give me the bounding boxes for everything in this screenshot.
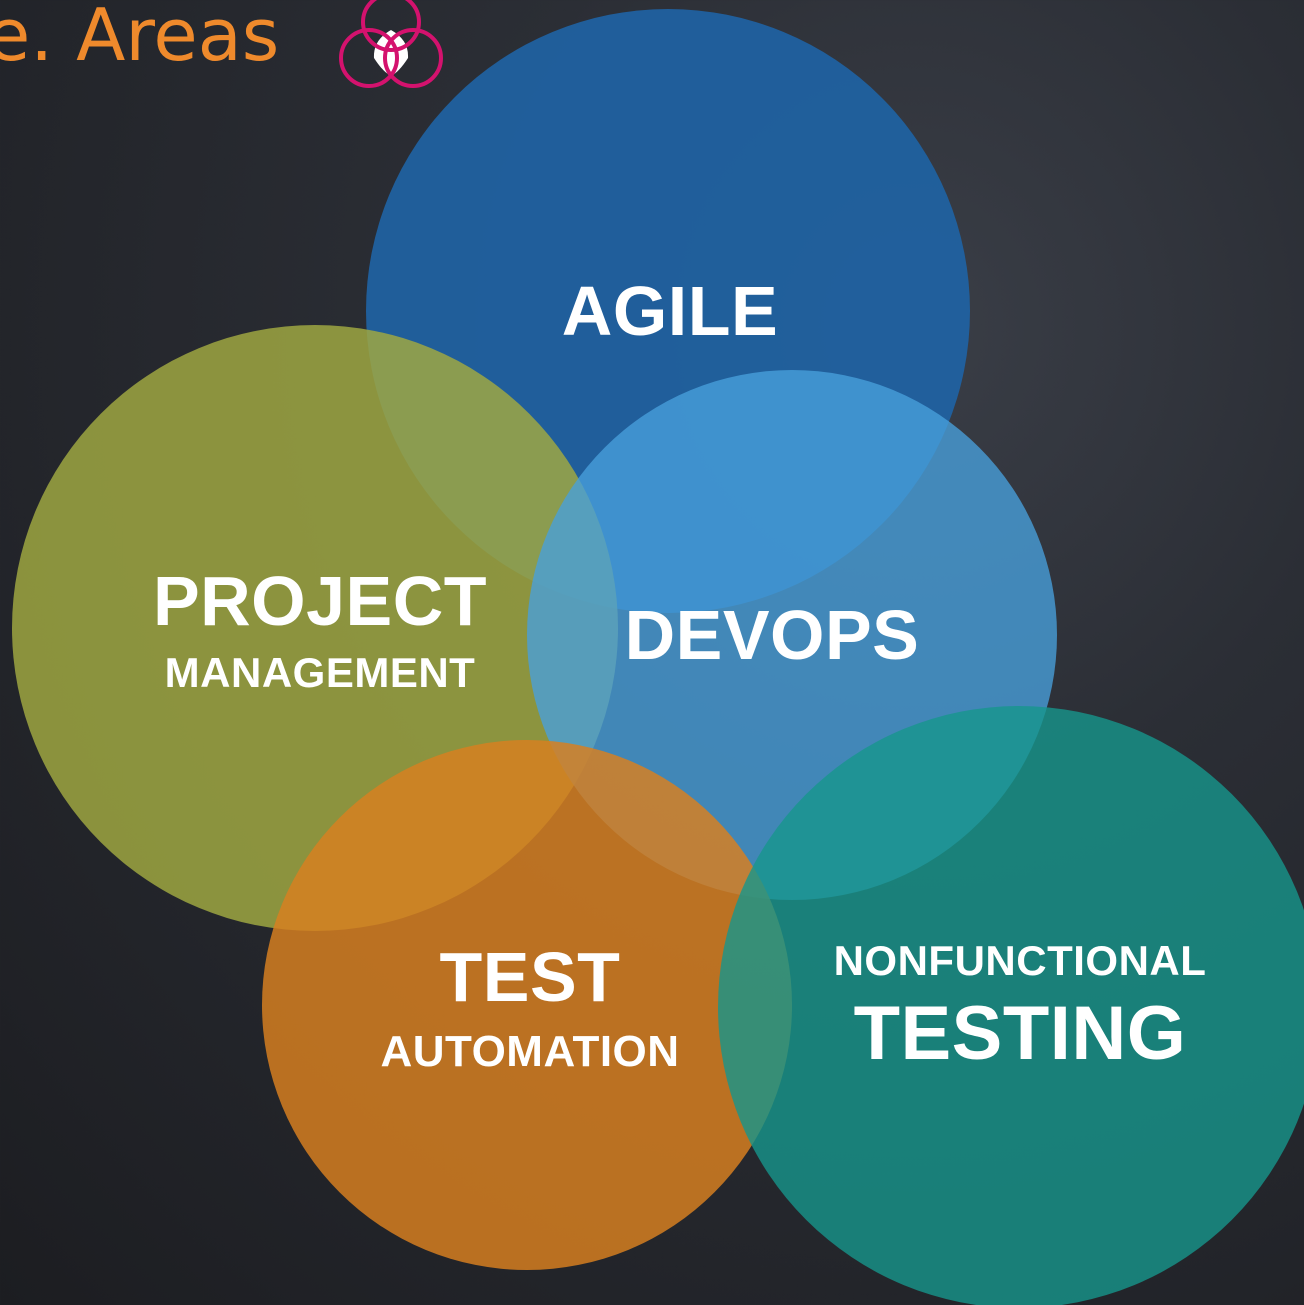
devops-label: DEVOPS <box>624 596 920 674</box>
nonfunctional-label: NONFUNCTIONAL <box>833 937 1207 984</box>
automation-label: AUTOMATION <box>380 1027 680 1076</box>
test-automation-circle <box>262 740 792 1270</box>
nonfunctional-testing-circle <box>718 706 1304 1305</box>
venn-diagram-icon <box>339 0 443 88</box>
page-title: e. Areas <box>0 0 280 77</box>
management-label: MANAGEMENT <box>164 649 476 696</box>
testing-label: TESTING <box>853 991 1187 1076</box>
test-label: TEST <box>439 938 621 1016</box>
agile-label: AGILE <box>561 272 779 350</box>
project-label: PROJECT <box>152 562 488 640</box>
